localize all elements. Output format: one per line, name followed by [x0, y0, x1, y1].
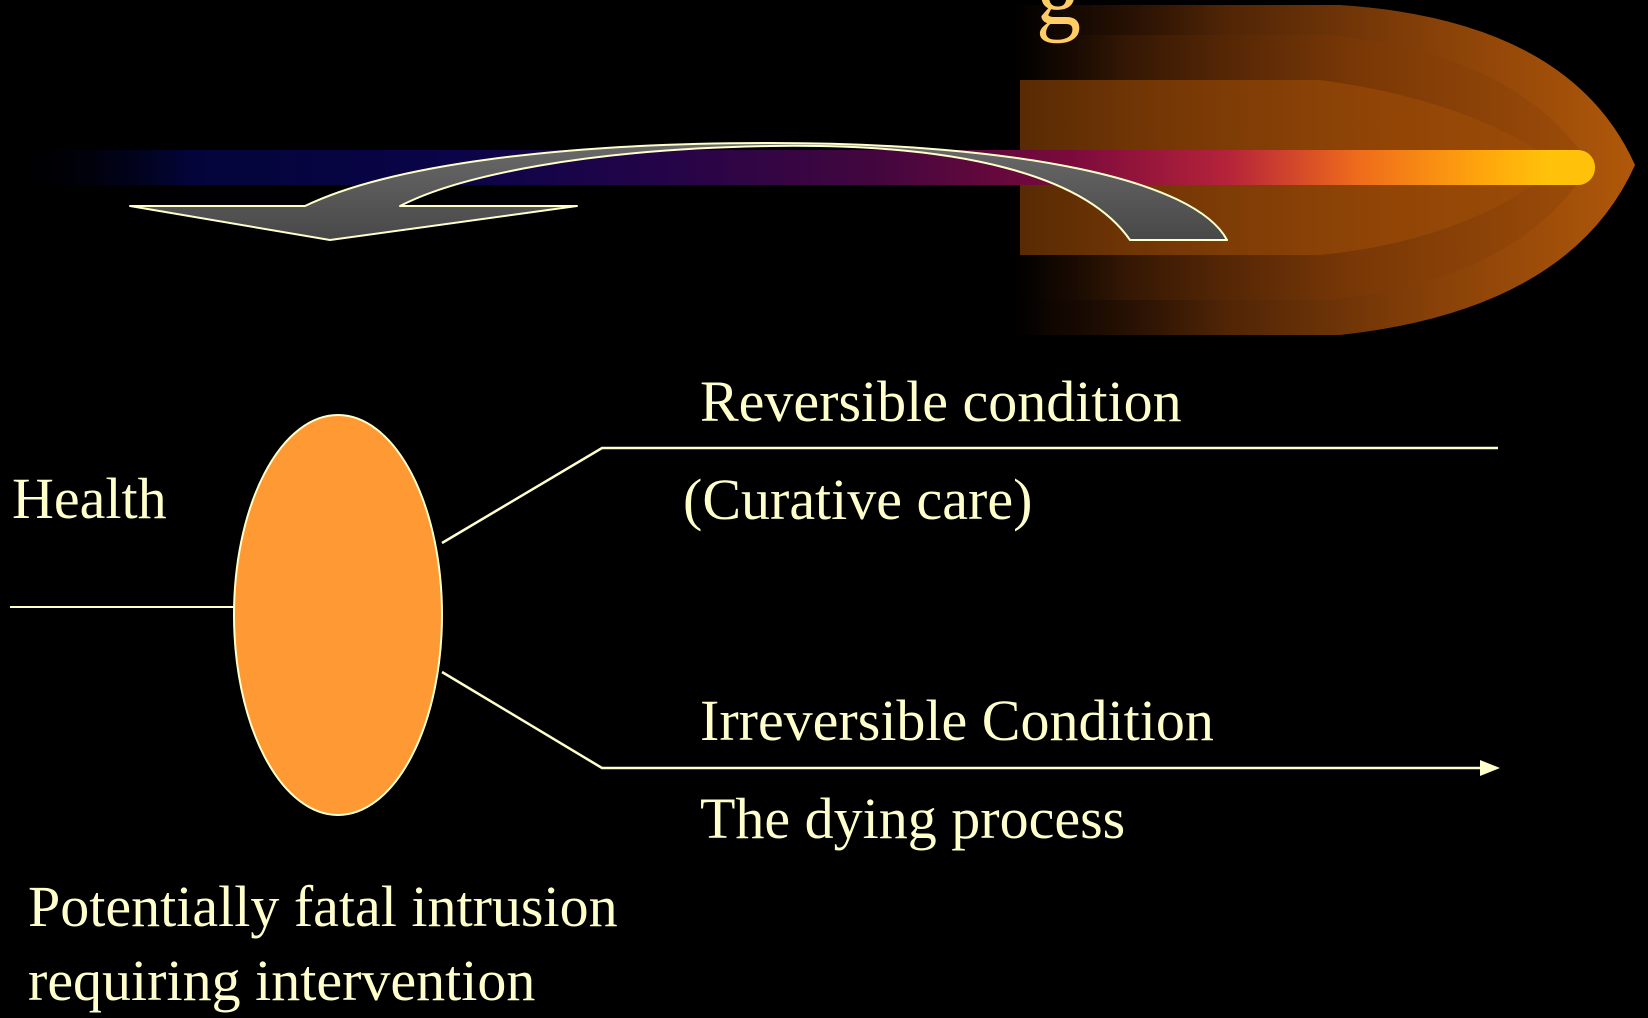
intrusion-label-line2: requiring intervention: [28, 944, 618, 1018]
irreversible-condition-label: Irreversible Condition: [700, 692, 1214, 750]
arrowhead-right-icon: [1480, 760, 1500, 776]
health-label: Health: [12, 470, 167, 528]
dying-process-label: The dying process: [700, 790, 1125, 848]
intrusion-ellipse: [234, 415, 442, 815]
curative-care-label: (Curative care): [683, 471, 1032, 529]
slide-title-fragment: g: [1036, 0, 1081, 40]
intrusion-label-line1: Potentially fatal intrusion: [28, 870, 618, 944]
intrusion-label: Potentially fatal intrusion requiring in…: [28, 870, 618, 1018]
gradient-bar-decoration: [0, 150, 1595, 185]
reversible-condition-label: Reversible condition: [700, 373, 1182, 431]
